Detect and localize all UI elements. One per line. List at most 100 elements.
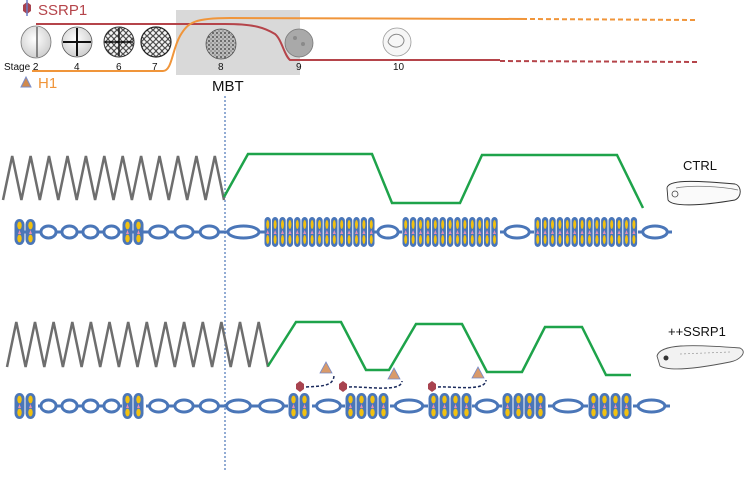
histone-core (551, 220, 554, 229)
displacement-arrow (348, 380, 403, 389)
ssrp1-legend-icon (23, 0, 31, 16)
histone-core (381, 408, 386, 417)
embryo-stage-7 (140, 26, 172, 58)
histone-core (266, 220, 270, 229)
histone-core (273, 220, 277, 229)
h1-mark (543, 230, 547, 234)
histone-core (478, 235, 482, 244)
histone-core (441, 235, 445, 244)
h1-mark (588, 230, 591, 234)
dna-loop (376, 224, 400, 240)
histone-core (625, 235, 628, 244)
h1-mark (18, 404, 21, 408)
h1-mark (281, 230, 284, 234)
ctrl-label: CTRL (683, 158, 717, 173)
h1-mark (318, 230, 321, 234)
histone-core (595, 220, 599, 229)
histone-core (591, 395, 596, 404)
histone-core (580, 220, 584, 229)
dna-loop (102, 224, 121, 240)
histone-core (602, 408, 607, 417)
histone-core (591, 408, 596, 417)
h1-mark (610, 230, 614, 234)
dna-loop (198, 398, 220, 414)
histone-core (28, 221, 33, 230)
histone-core (310, 220, 314, 229)
h1-mark (411, 230, 415, 234)
h1-mark (273, 230, 277, 234)
histone-core (340, 220, 344, 229)
dna-loop (81, 398, 100, 414)
histone-core (359, 408, 364, 417)
histone-core (456, 220, 459, 229)
ssrp1-level-curve-extrapolated (499, 60, 698, 63)
histone-core (527, 395, 532, 404)
h1-mark (595, 230, 599, 234)
histone-core (17, 221, 22, 230)
histone-core (580, 235, 584, 244)
histone-core (136, 395, 141, 404)
embryo-stage-9 (284, 28, 314, 58)
histone-core (565, 235, 569, 244)
histone-core (470, 220, 474, 229)
histone-core (288, 235, 292, 244)
histone-core (493, 235, 496, 244)
histone-core (266, 235, 270, 244)
histone-core (125, 221, 130, 230)
histone-core (558, 235, 562, 244)
histone-core (404, 220, 408, 229)
histone-core (558, 220, 562, 229)
histone-core (617, 235, 621, 244)
stage-label: 9 (296, 62, 302, 73)
histone-core (543, 220, 547, 229)
h1-mark (310, 230, 314, 234)
h1-mark (362, 230, 366, 234)
histone-core (565, 220, 569, 229)
dna-loop (148, 224, 170, 240)
dna-loop (315, 398, 342, 414)
dna-loop (198, 224, 220, 240)
histone-core (28, 234, 33, 243)
histone-core (325, 235, 329, 244)
histone-core (404, 235, 408, 244)
dna-loop (641, 224, 669, 240)
dna-loop (60, 398, 79, 414)
histone-core (448, 220, 452, 229)
histone-core (370, 395, 375, 404)
histone-core (419, 235, 422, 244)
h1-mark (371, 404, 374, 408)
dna-loop (102, 398, 121, 414)
histone-core (291, 395, 296, 404)
embryo-stage-10 (382, 27, 412, 57)
h1-mark (539, 404, 542, 408)
h1-mark (18, 230, 21, 234)
histone-core (485, 235, 489, 244)
h1-mark (493, 230, 496, 234)
histone-core (318, 220, 321, 229)
h1-mark (441, 230, 445, 234)
histone-core (485, 220, 489, 229)
h1-mark (625, 404, 628, 408)
histone-core (332, 235, 336, 244)
histone-core (463, 220, 467, 229)
displaced-h1-marker (387, 367, 401, 380)
histone-core (281, 235, 284, 244)
h1-mark (332, 230, 336, 234)
ssrp1-marker (428, 381, 436, 392)
histone-core (125, 395, 130, 404)
h1-mark (355, 230, 358, 234)
h1-mark (126, 230, 129, 234)
h1-legend-label: H1 (38, 75, 57, 92)
histone-core (588, 220, 591, 229)
histone-core (431, 408, 436, 417)
histone-core (516, 395, 521, 404)
dna-loop (258, 398, 285, 414)
histone-core (573, 235, 577, 244)
histone-core (595, 235, 599, 244)
histone-core (441, 220, 445, 229)
h1-mark (558, 230, 562, 234)
embryo-stage-8 (205, 28, 237, 60)
dna-loop (81, 224, 100, 240)
histone-core (632, 235, 636, 244)
